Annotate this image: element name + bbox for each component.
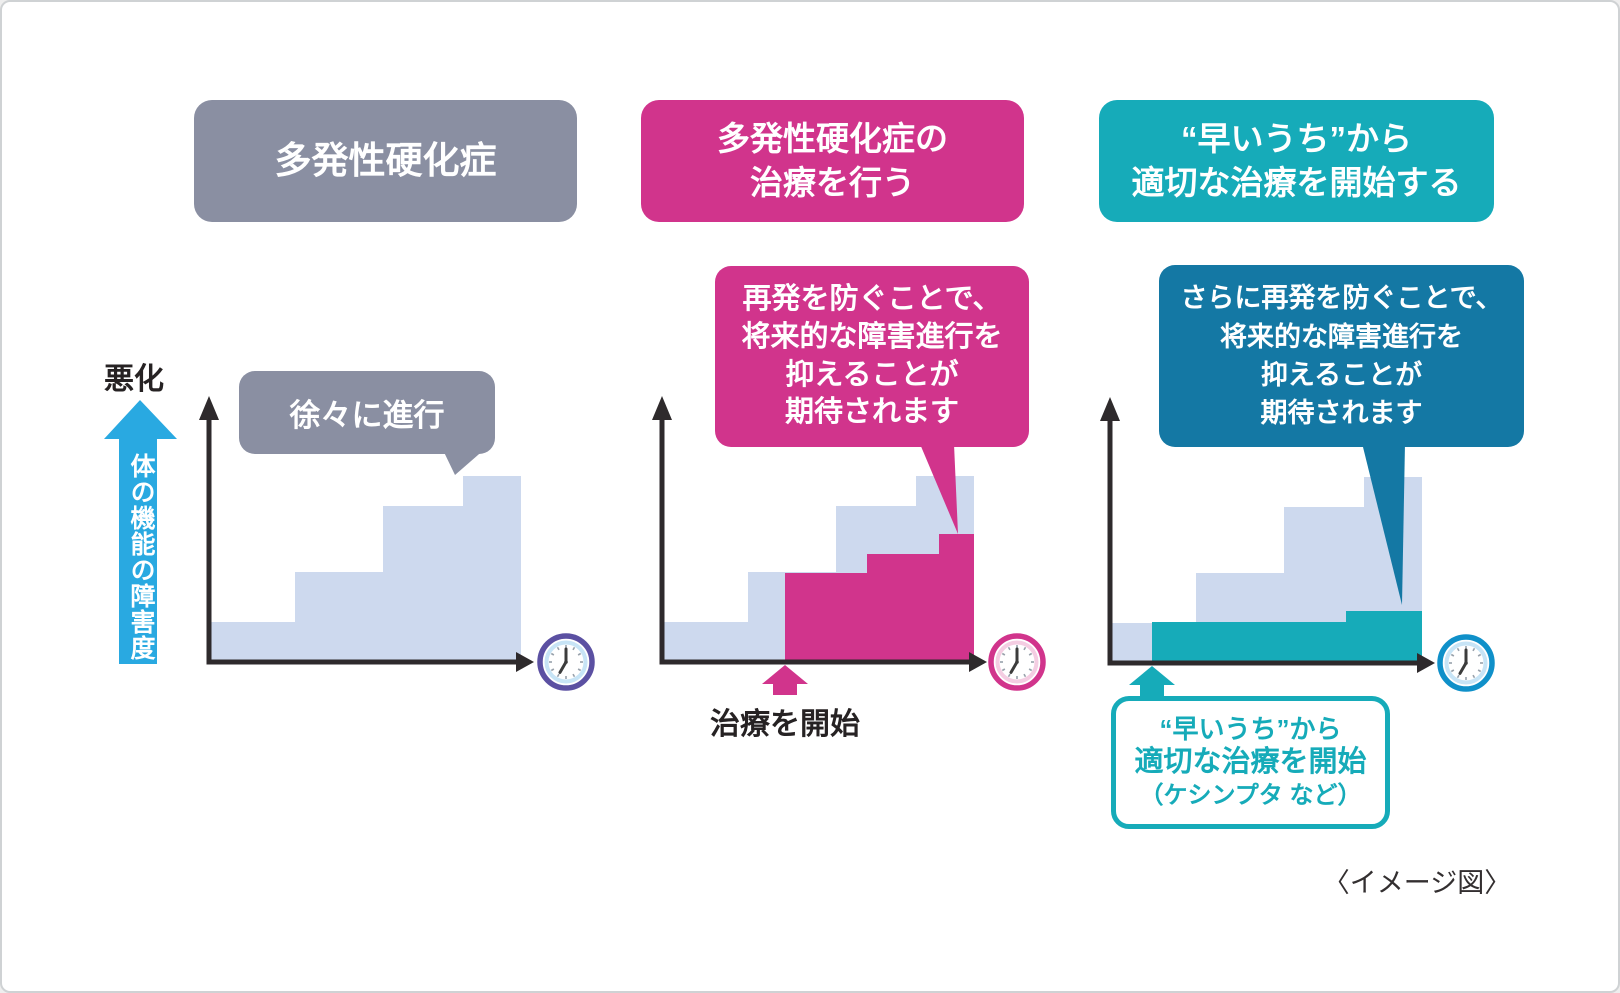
header-text: 適切な治療を開始する [1131,164,1462,201]
clock-icon [537,633,595,691]
disability-axis-arrow-icon [104,400,177,664]
x-axis-arrowhead-icon [969,652,987,672]
note-text: “早いうち”から [1159,713,1342,744]
callout-text: 将来的な障害進行を [1220,321,1463,352]
clock-tick [550,652,555,656]
panel-untreated-header: 多発性硬化症 [194,100,577,222]
x-axis-arrowhead-icon [1417,653,1435,673]
clock-center [1015,660,1019,664]
treatment-start-label: 治療を開始 [710,708,860,741]
early-treatment-note-box: “早いうち”から 適切な治療を開始 （ケシンプタ など） [1111,696,1390,829]
clock-hour-hand [558,660,568,674]
clock-center [1464,661,1468,665]
x-axis-arrowhead-icon [516,652,534,672]
clock-tick [556,673,560,678]
clock-tick [1477,653,1482,657]
untreated-progression-area [209,476,521,662]
header-text: 多発性硬化症 [274,139,497,181]
clock-tick [550,668,555,672]
clock-hour-hand [1009,660,1019,674]
clock-tick [1456,647,1460,652]
header-text: 治療を行う [750,164,915,201]
clock-tick [1023,646,1027,651]
treated-progression-area [785,534,974,662]
clock-tick [1477,669,1482,673]
treated-callout: 再発を防ぐことで、 将来的な障害進行を 抑えることが 期待されます [715,266,1029,447]
clock-tick [1028,668,1033,672]
clock-tick [1007,646,1011,651]
callout-text: 期待されます [1260,398,1423,429]
clock-tick [1450,653,1455,657]
worse-label: 悪化 [104,363,164,396]
note-text: 適切な治療を開始 [1134,746,1367,779]
clock-tick [1023,673,1027,678]
panel-treated-header: 多発性硬化症の 治療を行う [641,100,1024,222]
header-text: “早いうち”から [1181,120,1412,158]
clock-tick [1456,674,1460,679]
clock-tick [1007,673,1011,678]
clock-tick [572,646,576,651]
clock-hour-hand [1458,661,1468,675]
treatment-start-arrow-icon [1129,666,1175,696]
callout-text: 期待されます [784,396,959,429]
clock-center [564,660,568,664]
untreated-progression-chart [199,396,595,691]
y-axis-arrowhead-icon [652,396,672,420]
early-treated-progression-area [1152,611,1422,663]
image-caption: 〈イメージ図〉 [1322,868,1512,898]
note-text: （ケシンプタ など） [1139,781,1362,809]
clock-tick [577,668,582,672]
callout-text: 再発を防ぐことで、 [742,282,1002,315]
clock-tick [572,673,576,678]
untreated-progression-area [1110,477,1422,663]
clock-tick [1001,668,1006,672]
callout-tail [1362,443,1405,605]
callout-text: 徐々に進行 [289,398,445,433]
callout-text: さらに再発を防ぐことで、 [1180,283,1503,314]
callout-tail [920,444,958,534]
clock-tick [1028,652,1033,656]
clock-tick [1001,652,1006,656]
untreated-callout: 徐々に進行 [239,371,495,454]
y-axis-arrowhead-icon [199,396,219,420]
clock-tick [1472,647,1476,652]
callout-text: 将来的な障害進行を [741,320,1003,353]
clock-icon [1437,634,1495,692]
panel-early-treated-header: “早いうち”から 適切な治療を開始する [1099,100,1494,222]
clock-icon [988,633,1046,691]
y-axis-arrowhead-icon [1100,397,1120,421]
treatment-start-arrow-icon [762,665,808,695]
early-treated-progression-chart [1100,397,1495,696]
disability-axis-label: 体の機能の障害度 [127,453,155,661]
callout-tail [442,448,486,475]
clock-tick [577,652,582,656]
header-text: 多発性硬化症の [717,120,948,158]
early-treated-callout: さらに再発を防ぐことで、 将来的な障害進行を 抑えることが 期待されます [1159,265,1524,447]
callout-text: 抑えることが [1260,360,1423,390]
clock-tick [1450,669,1455,673]
clock-tick [1472,674,1476,679]
callout-text: 抑えることが [785,358,959,391]
clock-tick [556,646,560,651]
treated-progression-chart [652,396,1046,695]
